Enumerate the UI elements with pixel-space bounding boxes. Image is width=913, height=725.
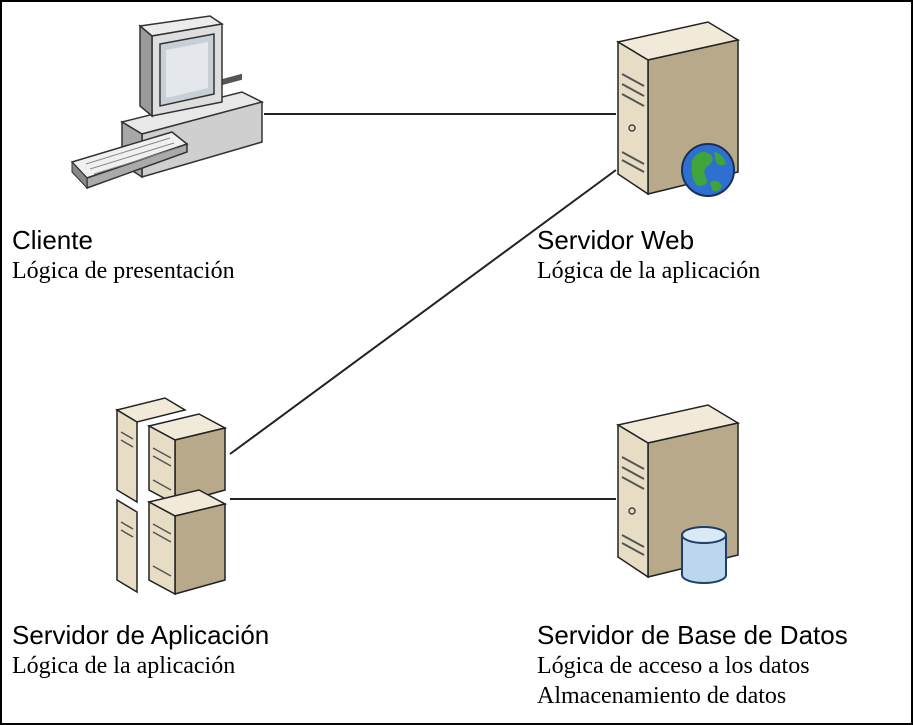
web-server-description-line-1: Lógica de la aplicación [537,258,761,284]
app-server-description-line-1: Lógica de la aplicación [12,653,236,679]
client-label: Cliente Lógica de presentación [12,224,235,286]
db-server-label: Servidor de Base de Datos Lógica de acce… [537,619,848,711]
db-server-description-line-1: Lógica de acceso a los datos [537,653,810,679]
server-cluster-icon [115,397,228,596]
web-server-label: Servidor Web Lógica de la aplicación [537,224,760,286]
web-server-title: Servidor Web [537,225,695,255]
app-server-label: Servidor de Aplicación Lógica de la apli… [12,619,269,681]
db-server-description-line-2: Almacenamiento de datos [537,683,787,709]
database-server-icon [616,404,740,584]
client-description-line-1: Lógica de presentación [12,258,235,284]
desktop-computer-icon [70,15,265,190]
db-server-title: Servidor de Base de Datos [537,620,848,650]
client-title: Cliente [12,225,93,255]
app-server-title: Servidor de Aplicación [12,620,270,650]
connection-web-app [229,169,617,455]
web-server-icon [616,21,740,197]
